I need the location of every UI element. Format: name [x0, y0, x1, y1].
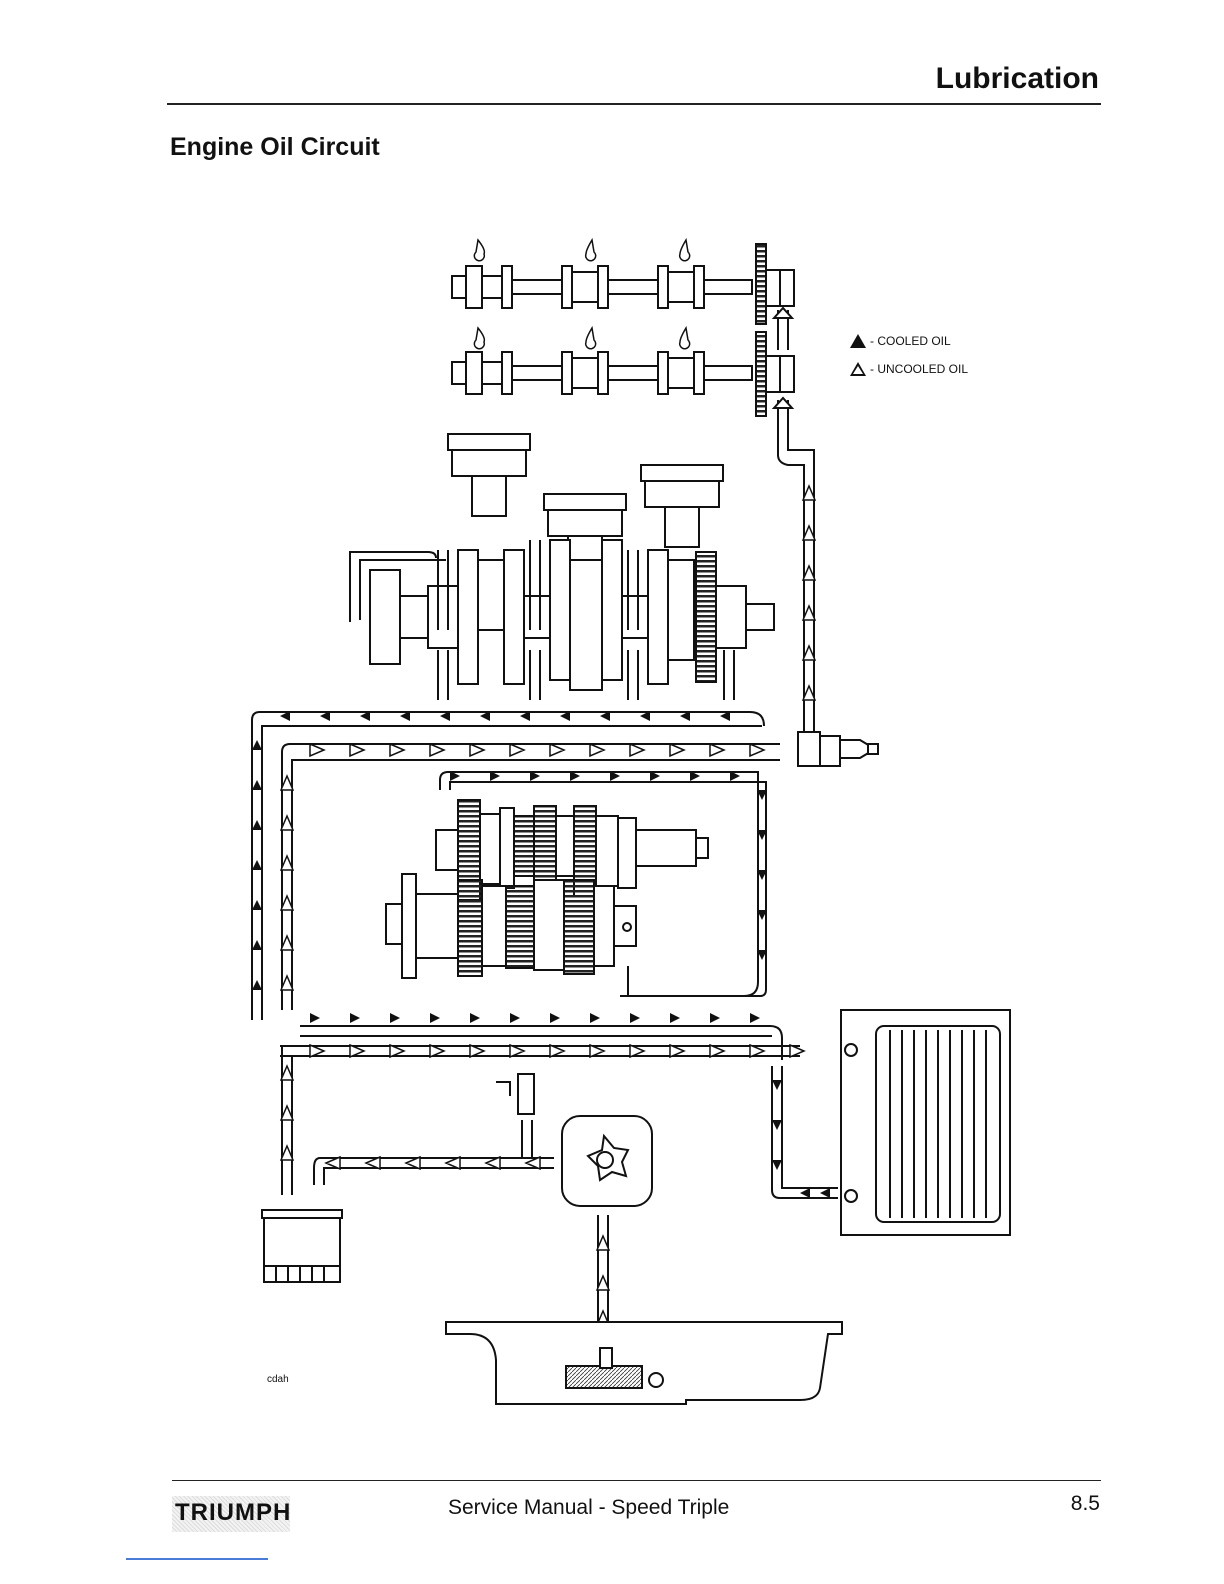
- camshaft-lower: [452, 332, 794, 416]
- camshaft-upper: [452, 244, 794, 324]
- oil-pump: [562, 1116, 652, 1206]
- lower-gallery: [280, 1026, 838, 1335]
- triumph-logo: TRIUMPH: [172, 1496, 290, 1532]
- pressure-relief-valve: [798, 732, 878, 766]
- footer-title: Service Manual - Speed Triple: [448, 1496, 729, 1520]
- footer-rule: [172, 1480, 1101, 1481]
- gearbox: [386, 800, 708, 978]
- pistons: [448, 434, 723, 576]
- crankshaft: [370, 540, 774, 690]
- oil-filter: [262, 1210, 342, 1282]
- sump-pan: [446, 1322, 842, 1404]
- oil-cooler: [841, 1010, 1010, 1235]
- figure-code: cdah: [267, 1374, 289, 1385]
- pressure-switch: [496, 1074, 534, 1114]
- lower-gallery-arrows: [281, 1045, 804, 1325]
- page-number: 8.5: [1071, 1492, 1100, 1516]
- cooler-return-arrows: [772, 1080, 830, 1198]
- brand-wordmark: TRIUMPH: [175, 1499, 291, 1527]
- viewer-frame-line: [126, 1558, 268, 1560]
